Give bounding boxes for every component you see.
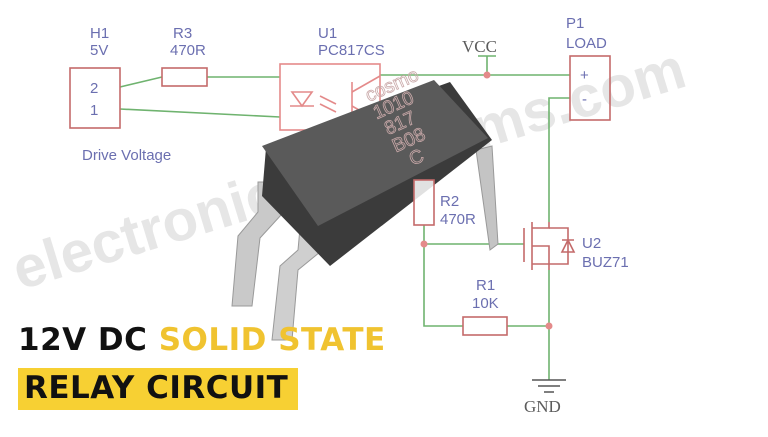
gnd-bars	[532, 379, 566, 393]
u2-value: BUZ71	[582, 254, 629, 271]
u1-ref: U1	[318, 25, 337, 42]
wire-h1-pin1-u1	[119, 108, 281, 118]
chip-body-top	[262, 80, 488, 226]
r2-body	[413, 179, 435, 226]
wire-load-drain	[548, 97, 570, 222]
h1-pin-2: 2	[90, 80, 98, 97]
r2-value: 470R	[440, 211, 476, 228]
gnd-label: GND	[524, 397, 561, 416]
h1-value: 5V	[90, 42, 108, 59]
h1-ref: H1	[90, 25, 109, 42]
p1-pin-plus: +	[580, 67, 589, 84]
h1-caption: Drive Voltage	[82, 147, 171, 164]
u2-leads	[532, 222, 550, 270]
wires	[119, 56, 570, 380]
r3-ref: R3	[173, 25, 192, 42]
ground-junction	[545, 322, 553, 330]
p1-body	[569, 55, 611, 121]
r1-value: 10K	[472, 295, 499, 312]
chip-leg-back-right	[475, 145, 499, 251]
p1-pin-minus: -	[582, 91, 587, 108]
r3-body	[161, 67, 208, 87]
r1-ref: R1	[476, 277, 495, 294]
r2-resistor: R2 470R	[413, 179, 476, 248]
title-line-1: 12V DC SOLID STATE	[18, 322, 386, 358]
h1-body	[69, 67, 121, 129]
u2-ref: U2	[582, 235, 601, 252]
h1-connector: H1 5V 2 1 Drive Voltage	[69, 25, 171, 164]
u2-mosfet: U2 BUZ71	[523, 222, 629, 271]
gate-junction	[420, 240, 428, 248]
vcc-label: VCC	[462, 37, 497, 56]
wire-gate-r1	[423, 244, 463, 327]
title-line-2: RELAY CIRCUIT	[18, 368, 299, 410]
p1-ref: P1	[566, 15, 584, 32]
wire-h1-pin2-r3	[119, 76, 163, 88]
r3-resistor: R3 470R	[161, 25, 208, 87]
u1-led-symbol	[290, 91, 314, 108]
r1-resistor: R1 10K	[462, 277, 553, 336]
title-plain: 12V DC	[18, 322, 148, 358]
title-highlight: SOLID STATE	[158, 322, 386, 358]
r1-body	[462, 316, 508, 336]
gnd-symbol: GND	[524, 379, 566, 416]
r2-ref: R2	[440, 193, 459, 210]
r3-value: 470R	[170, 42, 206, 59]
u1-light-arrows	[319, 95, 337, 113]
u2-body-diode	[549, 227, 576, 265]
vcc-junction	[483, 71, 491, 79]
p1-load-connector: P1 LOAD + -	[566, 15, 611, 121]
p1-value: LOAD	[566, 35, 607, 52]
vcc-symbol: VCC	[462, 37, 497, 79]
u1-value: PC817CS	[318, 42, 385, 59]
h1-pin-1: 1	[90, 102, 98, 119]
